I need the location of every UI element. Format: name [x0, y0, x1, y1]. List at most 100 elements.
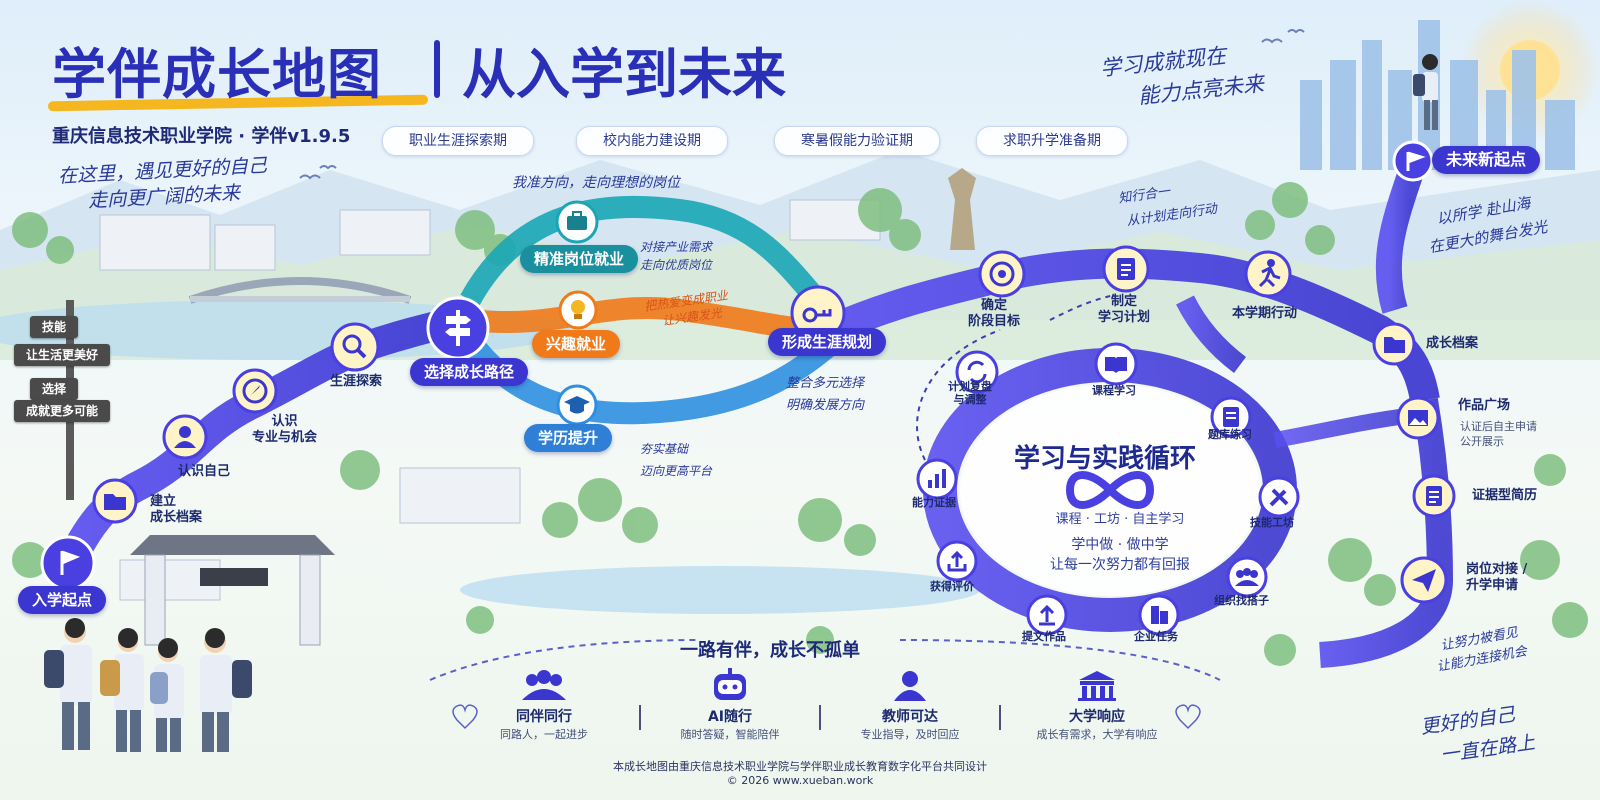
briefcase-icon[interactable] — [555, 200, 599, 244]
node-growth-archive[interactable]: 成长档案 — [1426, 336, 1479, 351]
key-icon[interactable] — [790, 285, 846, 341]
support-peers-title: 同伴同行 — [516, 709, 572, 725]
node-evidence-resume[interactable]: 证据型简历 — [1472, 488, 1538, 503]
person-icon[interactable] — [162, 414, 208, 460]
phase-prepare[interactable]: 求职升学准备期 — [976, 126, 1128, 156]
loop-node-review[interactable]: 计划复盘 与调整 — [948, 380, 992, 406]
loop-node-workshop[interactable]: 技能工坊 — [1250, 516, 1294, 529]
refresh-icon[interactable] — [955, 350, 999, 394]
support-dashed-left — [429, 639, 701, 681]
support-university-title: 大学响应 — [1069, 709, 1125, 725]
signpost-icon[interactable] — [426, 296, 490, 360]
plan-note-1: 整合多元选择 — [786, 376, 865, 391]
node-know-self[interactable]: 认识自己 — [178, 464, 231, 479]
node-job-match[interactable]: 岗位对接 / 升学申请 — [1466, 562, 1528, 593]
node-know-major[interactable]: 认识 专业与机会 — [252, 414, 318, 445]
search-icon[interactable] — [330, 322, 380, 372]
teacher-icon — [894, 671, 926, 701]
clipboard-icon[interactable] — [1102, 245, 1150, 293]
quiz-icon[interactable] — [1210, 396, 1252, 438]
path-to-future — [1375, 170, 1423, 314]
support-peers-sub: 同路人，一起进步 — [500, 728, 588, 741]
support-item-teacher[interactable]: 教师可达 专业指导，及时回应 — [850, 668, 970, 742]
branch-top-note: 我准方向，走向理想的岗位 — [512, 175, 680, 191]
tools-icon[interactable] — [1258, 476, 1300, 518]
support-ai-sub: 随时答疑，智能陪伴 — [680, 728, 780, 741]
arrow-into-loop — [1176, 295, 1247, 373]
phase-verify[interactable]: 寒暑假能力验证期 — [774, 126, 940, 156]
paper-plane-icon[interactable] — [1400, 556, 1448, 604]
title-separator — [434, 40, 440, 98]
loop-node-evaluation[interactable]: 获得评价 — [930, 580, 974, 593]
support-item-ai[interactable]: AI随行 随时答疑，智能陪伴 — [670, 668, 790, 742]
branch-job — [460, 195, 839, 323]
students-illustration — [44, 618, 252, 752]
phase-explore[interactable]: 职业生涯探索期 — [382, 126, 534, 156]
plan-note-2: 明确发展方向 — [786, 398, 865, 413]
page-title: 学伴成长地图 — [52, 43, 382, 106]
compass-icon[interactable] — [232, 368, 278, 414]
branch-job-note-1: 对接产业需求 — [640, 240, 713, 254]
loop-node-evidence[interactable]: 能力证据 — [912, 496, 956, 509]
branch-interest — [468, 296, 831, 341]
heart-icon — [452, 704, 478, 730]
branch-degree-label[interactable]: 学历提升 — [524, 424, 613, 452]
building-icon[interactable] — [1138, 594, 1180, 636]
loop-node-submit[interactable]: 提文作品 — [1022, 630, 1066, 643]
loop-node-enterprise[interactable]: 企业任务 — [1134, 630, 1178, 643]
loop-line2: 让每一次努力都有回报 — [1050, 557, 1190, 573]
node-start[interactable]: 入学起点 — [18, 586, 107, 614]
loop-node-buddy[interactable]: 组织找搭子 — [1214, 594, 1269, 607]
footer-copyright[interactable]: © 2026 www.xueban.work — [726, 774, 874, 787]
lightbulb-icon[interactable] — [558, 290, 598, 330]
support-item-university[interactable]: 大学响应 成长有需求，大学有响应 — [1022, 668, 1172, 742]
university-icon — [1078, 671, 1116, 701]
branch-degree-note-2: 迈向更高平台 — [640, 464, 713, 478]
running-icon[interactable] — [1244, 250, 1292, 298]
bar-chart-icon[interactable] — [916, 458, 958, 500]
node-stage-goal[interactable]: 确定 阶段目标 — [968, 298, 1021, 329]
sign-skill: 技能 — [30, 316, 79, 338]
loop-title: 学习与实践循环 — [1014, 444, 1197, 474]
loop-node-quiz[interactable]: 题库练习 — [1208, 428, 1252, 441]
node-semester-action[interactable]: 本学期行动 — [1232, 306, 1298, 321]
birds — [299, 29, 1305, 180]
branch-interest-label[interactable]: 兴趣就业 — [532, 330, 621, 358]
bridge — [188, 277, 412, 304]
graduation-cap-icon[interactable] — [556, 384, 598, 426]
branch-job-note-2: 走向优质岗位 — [640, 258, 713, 272]
group-icon[interactable] — [1226, 556, 1268, 598]
node-study-plan[interactable]: 制定 学习计划 — [1098, 294, 1151, 325]
share-icon[interactable] — [936, 540, 978, 582]
sign-possibility: 成就更多可能 — [14, 400, 111, 422]
node-explore[interactable]: 生涯探索 — [330, 374, 383, 389]
future-flag-icon[interactable] — [1392, 140, 1434, 182]
loop-sub: 课程 · 工坊 · 自主学习 — [1055, 512, 1185, 527]
image-gallery-icon[interactable] — [1396, 396, 1440, 440]
node-works-square[interactable]: 作品广场 — [1458, 398, 1511, 413]
upload-icon[interactable] — [1026, 594, 1068, 636]
target-icon[interactable] — [978, 250, 1026, 298]
resume-icon[interactable] — [1412, 474, 1456, 518]
book-icon[interactable] — [1094, 342, 1138, 386]
start-flag-icon[interactable] — [40, 535, 96, 591]
trees — [12, 182, 1588, 666]
branch-job-label[interactable]: 精准岗位就业 — [520, 245, 639, 273]
support-teacher-sub: 专业指导，及时回应 — [860, 728, 960, 741]
works-sub-1: 认证后自主申请 — [1460, 420, 1537, 433]
sign-better-life: 让生活更美好 — [14, 344, 111, 366]
infinity-icon — [1065, 471, 1155, 509]
folder-icon[interactable] — [92, 478, 138, 524]
branch-degree — [461, 333, 838, 425]
node-career-plan[interactable]: 形成生涯规划 — [768, 328, 887, 356]
node-choose-path[interactable]: 选择成长路径 — [410, 358, 529, 386]
node-future[interactable]: 未来新起点 — [1432, 146, 1541, 174]
node-archive[interactable]: 建立 成长档案 — [150, 494, 203, 525]
support-item-peers[interactable]: 同伴同行 同路人，一起进步 — [484, 668, 604, 742]
campus-buildings — [99, 199, 881, 601]
phase-build[interactable]: 校内能力建设期 — [576, 126, 728, 156]
archive-folder-icon[interactable] — [1372, 322, 1416, 366]
lake-bottom — [460, 566, 980, 614]
loop-node-course[interactable]: 课程学习 — [1092, 384, 1136, 397]
